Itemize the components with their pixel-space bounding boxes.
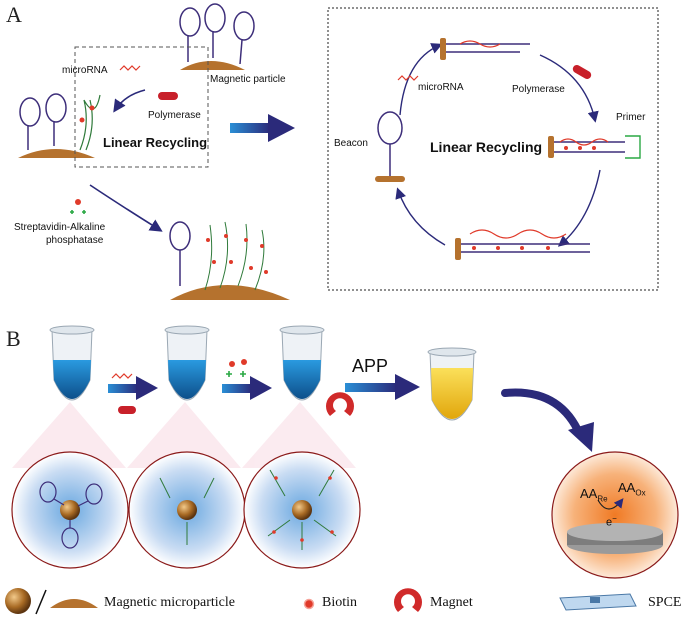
legend-biotin: Biotin (322, 595, 358, 610)
app-label: APP (352, 356, 389, 376)
inset-bottom-duplex (455, 229, 590, 260)
top-magnetic-particle-group (179, 3, 255, 70)
microrna-label: microRNA (62, 65, 108, 76)
streptavidin-label: Streptavidin-Alkaline (14, 222, 106, 233)
aa-re-sub: Re (597, 494, 608, 504)
electron-main: e (606, 516, 613, 529)
inset-right-duplex (548, 135, 641, 159)
phosphatase-label: phosphatase (46, 235, 104, 246)
tube-1 (49, 325, 95, 401)
recycling-highlight-box (74, 46, 209, 168)
aa-re-label: AARe (580, 486, 608, 504)
legend-magnetic-microparticle: Magnetic microparticle (104, 595, 235, 610)
inset-polymerase-label: Polymerase (512, 84, 565, 95)
step-arrow-4 (501, 388, 584, 439)
polymerase-label: Polymerase (148, 110, 201, 121)
polymerase-reagent (118, 406, 136, 414)
tube-4 (427, 347, 477, 421)
inset-mechanism-box (327, 7, 659, 291)
step-arrow-1 (108, 376, 158, 400)
legend-microparticle-icon (5, 588, 98, 615)
linear-recycling-label: Linear Recycling (103, 135, 208, 150)
legend-magnet: Magnet (430, 595, 473, 610)
electron-sup: − (612, 514, 617, 523)
aa-ox-main: AA (618, 480, 636, 495)
step-arrow-4-head (568, 422, 594, 452)
panel-a-main-arrow (230, 114, 295, 142)
inset-linear-recycling-label: Linear Recycling (430, 139, 543, 155)
electrode-detection-circle (551, 451, 679, 579)
magnetic-particle-label: Magnetic particle (210, 74, 286, 85)
inset-microrna-label: microRNA (418, 82, 464, 93)
legend-biotin-icon (303, 598, 315, 610)
left-magnetic-particle-group (18, 93, 101, 158)
polymerase-shape (158, 92, 178, 100)
tube-2 (164, 325, 210, 401)
inset-beacon-label: Beacon (334, 138, 368, 149)
zoom-circle-2 (128, 451, 246, 569)
legend-spce: SPCE (648, 595, 682, 610)
zoom-cones (12, 402, 356, 468)
microrna-reagent (111, 373, 133, 379)
microrna-strand (119, 65, 141, 71)
aa-ox-sub: Ox (635, 488, 646, 498)
recycling-cycle-arrows (395, 43, 601, 247)
aa-re-main: AA (580, 486, 598, 501)
inset-primer-label: Primer (616, 112, 646, 123)
legend-spce-icon (559, 593, 637, 611)
tube-3 (279, 325, 325, 401)
step-arrow-2 (222, 376, 272, 400)
labeled-particle-group (169, 221, 290, 300)
legend-magnet-icon (394, 588, 423, 612)
inset-top-duplex (440, 38, 530, 60)
step-arrow-3 (345, 374, 420, 400)
streptavidin-symbol (70, 199, 86, 214)
amplification-arrow (89, 184, 163, 232)
inset-beacon (375, 111, 405, 182)
panel-a-letter: A (6, 2, 22, 27)
magnet-icon (326, 392, 355, 416)
zoom-circle-1 (11, 451, 129, 569)
panel-b-letter: B (6, 326, 21, 351)
zoom-circle-3 (243, 451, 361, 569)
inset-polymerase-shape (572, 65, 592, 79)
electron-label: e− (606, 514, 617, 529)
inset-microrna-strand (397, 75, 419, 81)
aa-ox-label: AAOx (618, 480, 646, 498)
streptavidin-reagent (226, 359, 247, 377)
capture-arrow (113, 89, 146, 113)
